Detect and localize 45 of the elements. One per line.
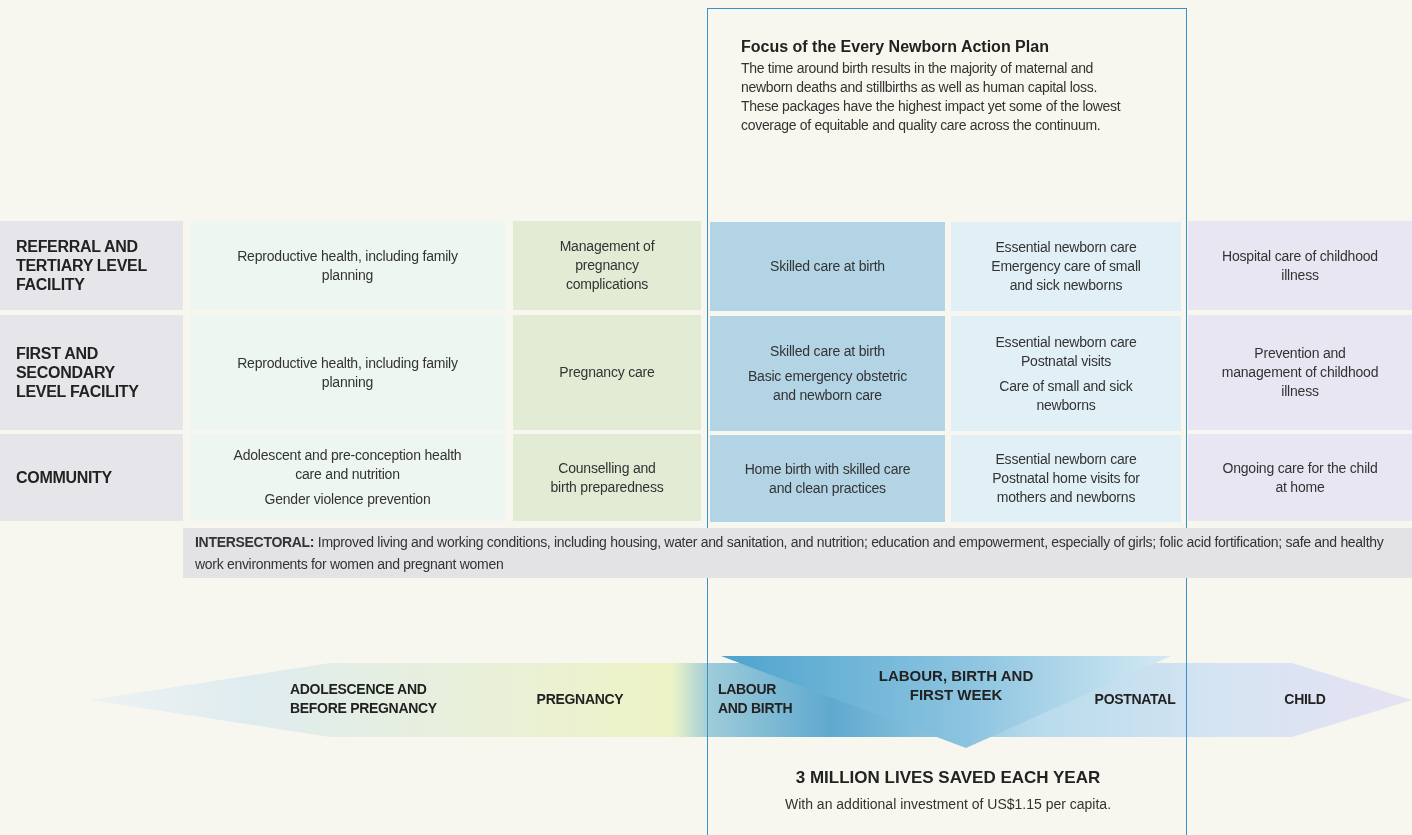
care-cell [710,435,945,522]
impact-note: With an additional investment of US$1.15 per capita. [783,795,1113,814]
care-package-text: Postnatal home visits for mothers and newborns [991,469,1141,507]
care-cell [513,315,701,430]
phase-label: CHILD [1283,690,1327,709]
impact-heading: 3 MILLION LIVES SAVED EACH YEAR [794,767,1102,789]
care-cell [710,316,945,431]
care-package-text: Skilled care at birth [770,257,885,276]
care-package-text: Care of small and sick newborns [998,376,1134,415]
care-package-text: Counselling and birth preparedness [549,458,665,497]
care-package-text: Prevention and management of childhood illness [1220,344,1380,401]
care-cell [513,221,701,310]
care-package-text: Emergency care of small and sick newborns [990,257,1142,295]
intersectoral-text: INTERSECTORAL: Improved living and working conditions, including housing, water and sanitation, and nutrition; education and empowerment, especially of girls; folic acid fortification; safe and healthy work environments for women and pregnant women [195,533,1385,574]
care-cell [1188,221,1412,310]
care-package-text: Home birth with skilled care and clean practices [743,459,912,498]
phase-label: ADOLESCENCE AND BEFORE PREGNANCY [290,680,438,718]
care-package-text: Essential newborn care [995,450,1137,469]
row-heading: FIRST AND SECONDARY LEVEL FACILITY [16,344,140,401]
care-cell [710,222,945,311]
care-package-text: Management of pregnancy complications [558,237,656,294]
care-cell [1188,315,1412,430]
care-package-text: Essential newborn care [995,332,1137,352]
care-package-text: Essential newborn care [995,238,1137,257]
phase-label: PREGNANCY [535,690,625,709]
care-package-text: Skilled care at birth [770,342,885,361]
care-package-text: Reproductive health, including family planning [236,353,459,392]
care-cell [1188,434,1412,521]
intersectoral-bar [183,528,1412,578]
period-label: LABOUR, BIRTH AND FIRST WEEK [877,666,1035,704]
row-heading: REFERRAL AND TERTIARY LEVEL FACILITY [16,237,148,294]
phase-label: POSTNATAL [1093,690,1177,709]
row-heading: COMMUNITY [16,468,112,487]
care-package-text: Basic emergency obstetric and newborn care [746,367,909,405]
care-cell [513,434,701,521]
phase-label: LABOUR AND BIRTH [718,680,794,718]
care-package-text: Ongoing care for the child at home [1221,458,1379,497]
care-package-text: Reproductive health, including family planning [236,246,459,285]
care-package-text: Pregnancy care [559,363,655,382]
panel-description: The time around birth results in the majority of maternal and newborn deaths and stillbirths as well as human capital loss. These packages have the highest impact yet some of the lowest coverage of equitable and quality care across the continuum. [741,59,1122,135]
care-package-text: Adolescent and pre-conception health care and nutrition [232,446,463,484]
panel-heading: Focus of the Every Newborn Action Plan [741,37,1050,57]
care-package-text: Postnatal visits [1020,351,1112,371]
care-package-text: Gender violence prevention [264,490,431,509]
care-package-text: Hospital care of childhood illness [1221,246,1379,285]
